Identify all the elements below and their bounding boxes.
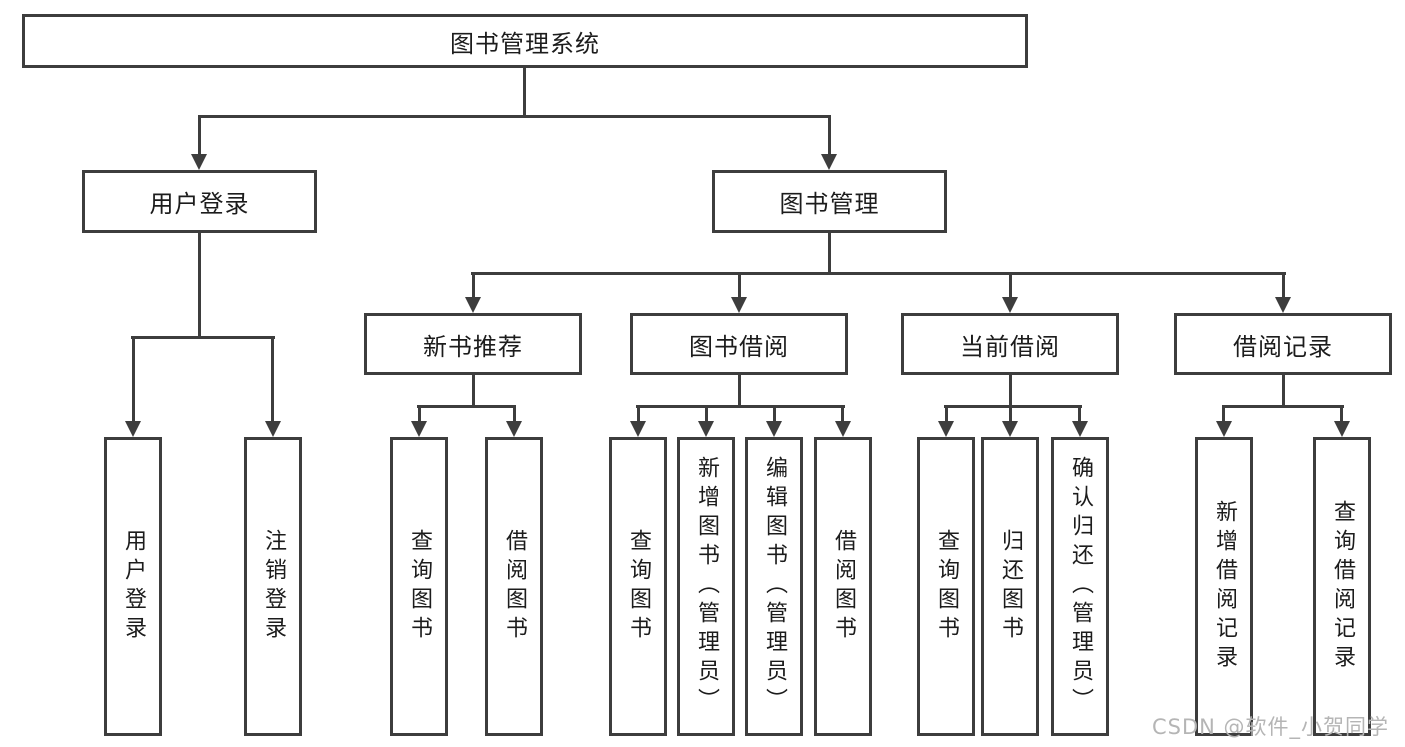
connector-line: [1009, 272, 1012, 298]
arrowhead-icon: [125, 421, 141, 437]
connector-line: [773, 405, 776, 421]
arrowhead-icon: [698, 421, 714, 437]
arrowhead-icon: [835, 421, 851, 437]
connector-line: [828, 115, 831, 157]
node-user-login: 用户登录: [82, 170, 317, 233]
arrowhead-icon: [1275, 297, 1291, 313]
connector-line: [131, 336, 275, 339]
arrowhead-icon: [1002, 421, 1018, 437]
arrowhead-icon: [1334, 421, 1350, 437]
leaf-query-borrow-record: 查询借阅记录: [1313, 437, 1371, 736]
arrowhead-icon: [821, 154, 837, 170]
connector-line: [198, 233, 201, 336]
leaf-user-login: 用户登录: [104, 437, 162, 736]
connector-line: [945, 405, 948, 421]
leaf-add-borrow-record: 新增借阅记录: [1195, 437, 1253, 736]
node-root: 图书管理系统: [22, 14, 1028, 68]
node-current-borrowing: 当前借阅: [901, 313, 1119, 375]
connector-line: [471, 272, 1286, 275]
connector-line: [1340, 405, 1343, 421]
connector-line: [841, 405, 844, 421]
connector-line: [523, 68, 526, 118]
arrowhead-icon: [1216, 421, 1232, 437]
connector-line: [513, 405, 516, 421]
leaf-logout: 注销登录: [244, 437, 302, 736]
connector-line: [417, 405, 516, 408]
connector-line: [198, 115, 201, 157]
connector-line: [636, 405, 845, 408]
watermark: CSDN @软件_小贺同学: [1152, 715, 1390, 739]
connector-line: [1009, 405, 1012, 421]
connector-line: [418, 405, 421, 421]
arrowhead-icon: [506, 421, 522, 437]
connector-line: [738, 375, 741, 405]
connector-line: [828, 233, 831, 272]
leaf-borrow-books: 借阅图书: [814, 437, 872, 736]
connector-line: [472, 375, 475, 405]
leaf-query-books-recommend: 查询图书: [390, 437, 448, 736]
connector-line: [1078, 405, 1081, 421]
node-book-management: 图书管理: [712, 170, 947, 233]
leaf-confirm-return-admin: 确认归还（管理员）: [1051, 437, 1109, 736]
connector-line: [132, 336, 135, 421]
connector-line: [1222, 405, 1344, 408]
arrowhead-icon: [1002, 297, 1018, 313]
connector-line: [1282, 375, 1285, 405]
connector-line: [1222, 405, 1225, 421]
arrowhead-icon: [731, 297, 747, 313]
leaf-edit-book-admin: 编辑图书（管理员）: [745, 437, 803, 736]
node-new-book-recommendation: 新书推荐: [364, 313, 582, 375]
connector-line: [472, 272, 475, 298]
leaf-borrow-books-recommend: 借阅图书: [485, 437, 543, 736]
leaf-add-book-admin: 新增图书（管理员）: [677, 437, 735, 736]
connector-line: [738, 272, 741, 298]
node-borrowing-records: 借阅记录: [1174, 313, 1392, 375]
connector-line: [637, 405, 640, 421]
connector-line: [1282, 272, 1285, 298]
connector-line: [271, 336, 274, 421]
arrowhead-icon: [265, 421, 281, 437]
arrowhead-icon: [766, 421, 782, 437]
arrowhead-icon: [938, 421, 954, 437]
connector-line: [198, 115, 831, 118]
leaf-query-books-current: 查询图书: [917, 437, 975, 736]
arrowhead-icon: [465, 297, 481, 313]
connector-line: [1009, 375, 1012, 405]
arrowhead-icon: [1072, 421, 1088, 437]
connector-line: [944, 405, 1082, 408]
node-book-borrowing: 图书借阅: [630, 313, 848, 375]
arrowhead-icon: [191, 154, 207, 170]
leaf-return-books: 归还图书: [981, 437, 1039, 736]
connector-line: [705, 405, 708, 421]
leaf-query-books-borrowing: 查询图书: [609, 437, 667, 736]
arrowhead-icon: [630, 421, 646, 437]
arrowhead-icon: [411, 421, 427, 437]
